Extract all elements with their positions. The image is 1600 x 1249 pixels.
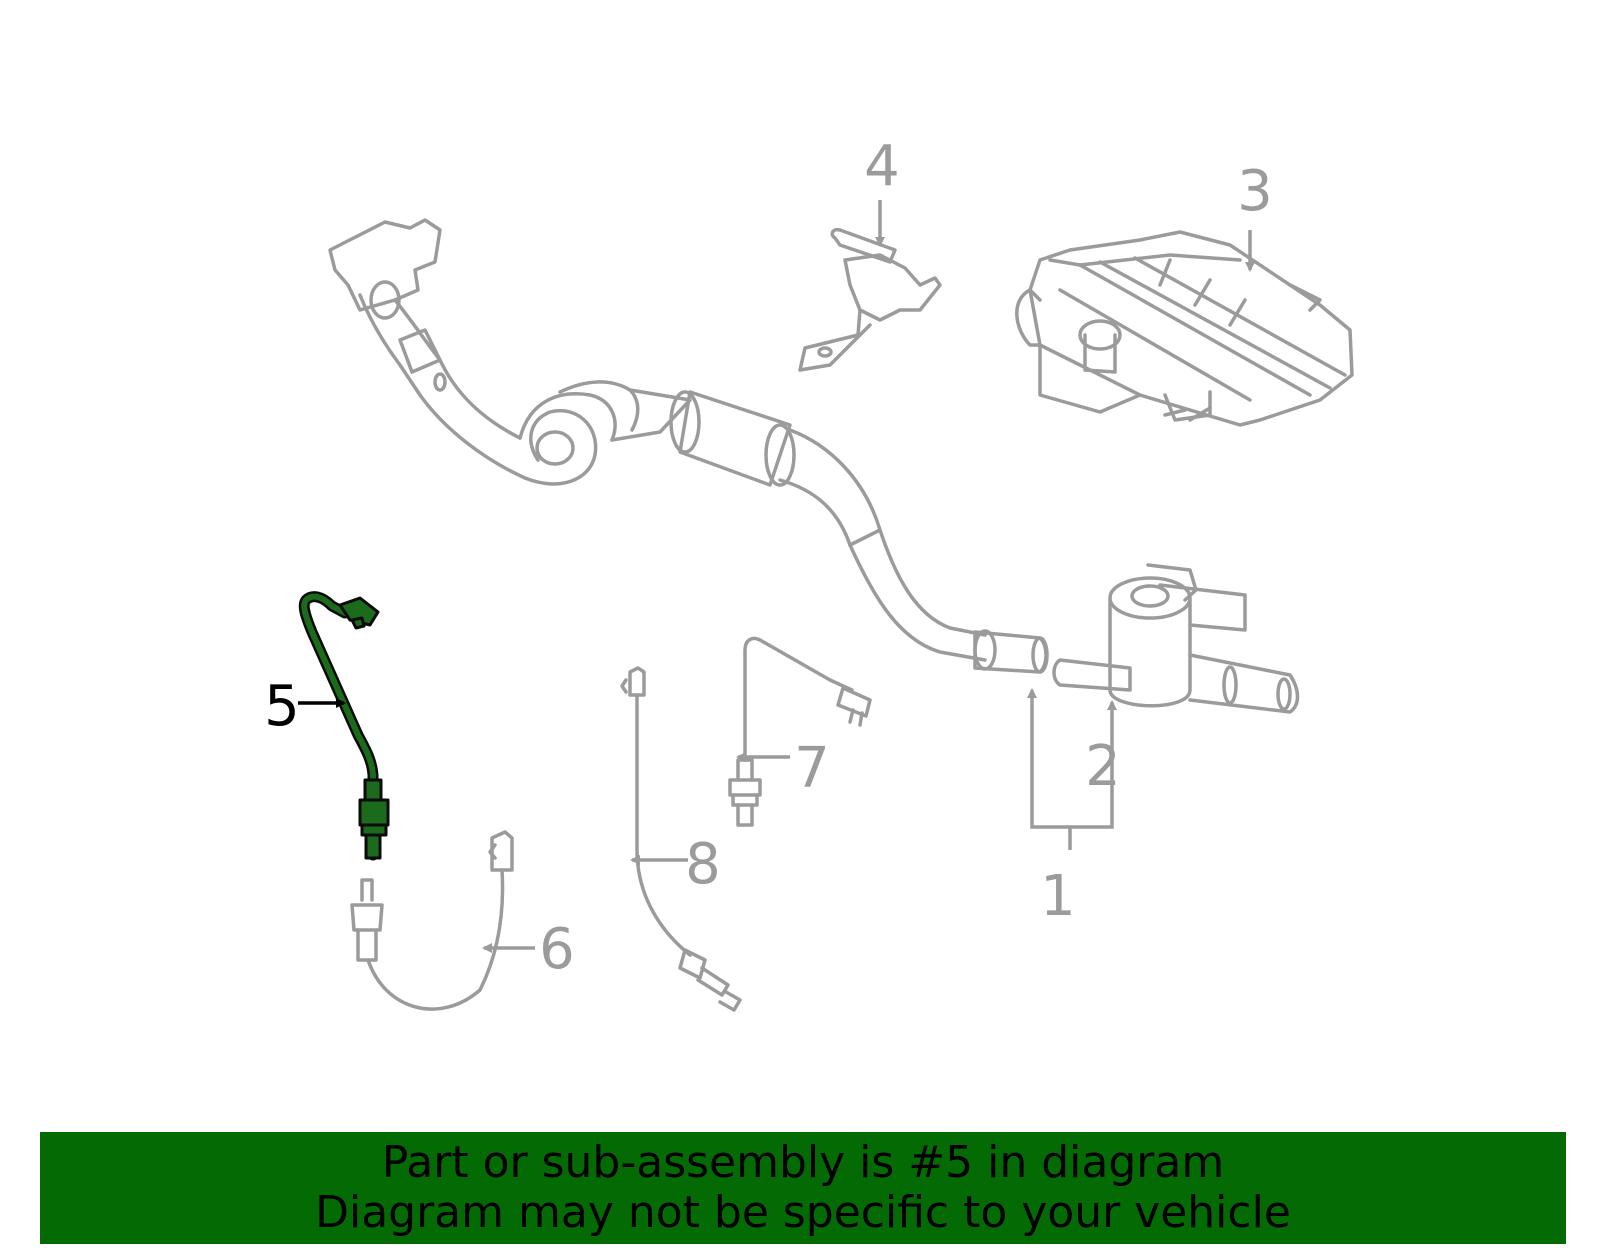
- leader-lines: [298, 200, 1255, 953]
- callout-2[interactable]: 2: [1085, 734, 1121, 799]
- banner-line-2: Diagram may not be specific to your vehi…: [315, 1187, 1291, 1238]
- callout-6[interactable]: 6: [539, 917, 575, 982]
- callout-7[interactable]: 7: [794, 736, 830, 801]
- oxygen-sensor-part-6: [350, 830, 514, 1011]
- charcoal-canister-part-3: [1015, 230, 1354, 427]
- banner-line-1: Part or sub-assembly is #5 in diagram: [381, 1137, 1225, 1188]
- callout-3[interactable]: 3: [1237, 159, 1273, 224]
- callout-5[interactable]: 5: [264, 674, 300, 739]
- oxygen-sensor-part-7: [728, 636, 872, 827]
- oxygen-sensor-part-8: [620, 666, 742, 1012]
- oxygen-sensor-part-5-highlighted: [298, 591, 390, 861]
- purge-valve-part-2: [1052, 563, 1300, 714]
- callout-4[interactable]: 4: [864, 134, 900, 199]
- callout-1[interactable]: 1: [1040, 864, 1076, 929]
- part-info-banner: Part or sub-assembly is #5 in diagram Di…: [40, 1132, 1566, 1244]
- vapor-pressure-sensor-part-4: [798, 227, 942, 372]
- vapor-hose-part-1: [328, 218, 1049, 674]
- callout-8[interactable]: 8: [685, 832, 721, 897]
